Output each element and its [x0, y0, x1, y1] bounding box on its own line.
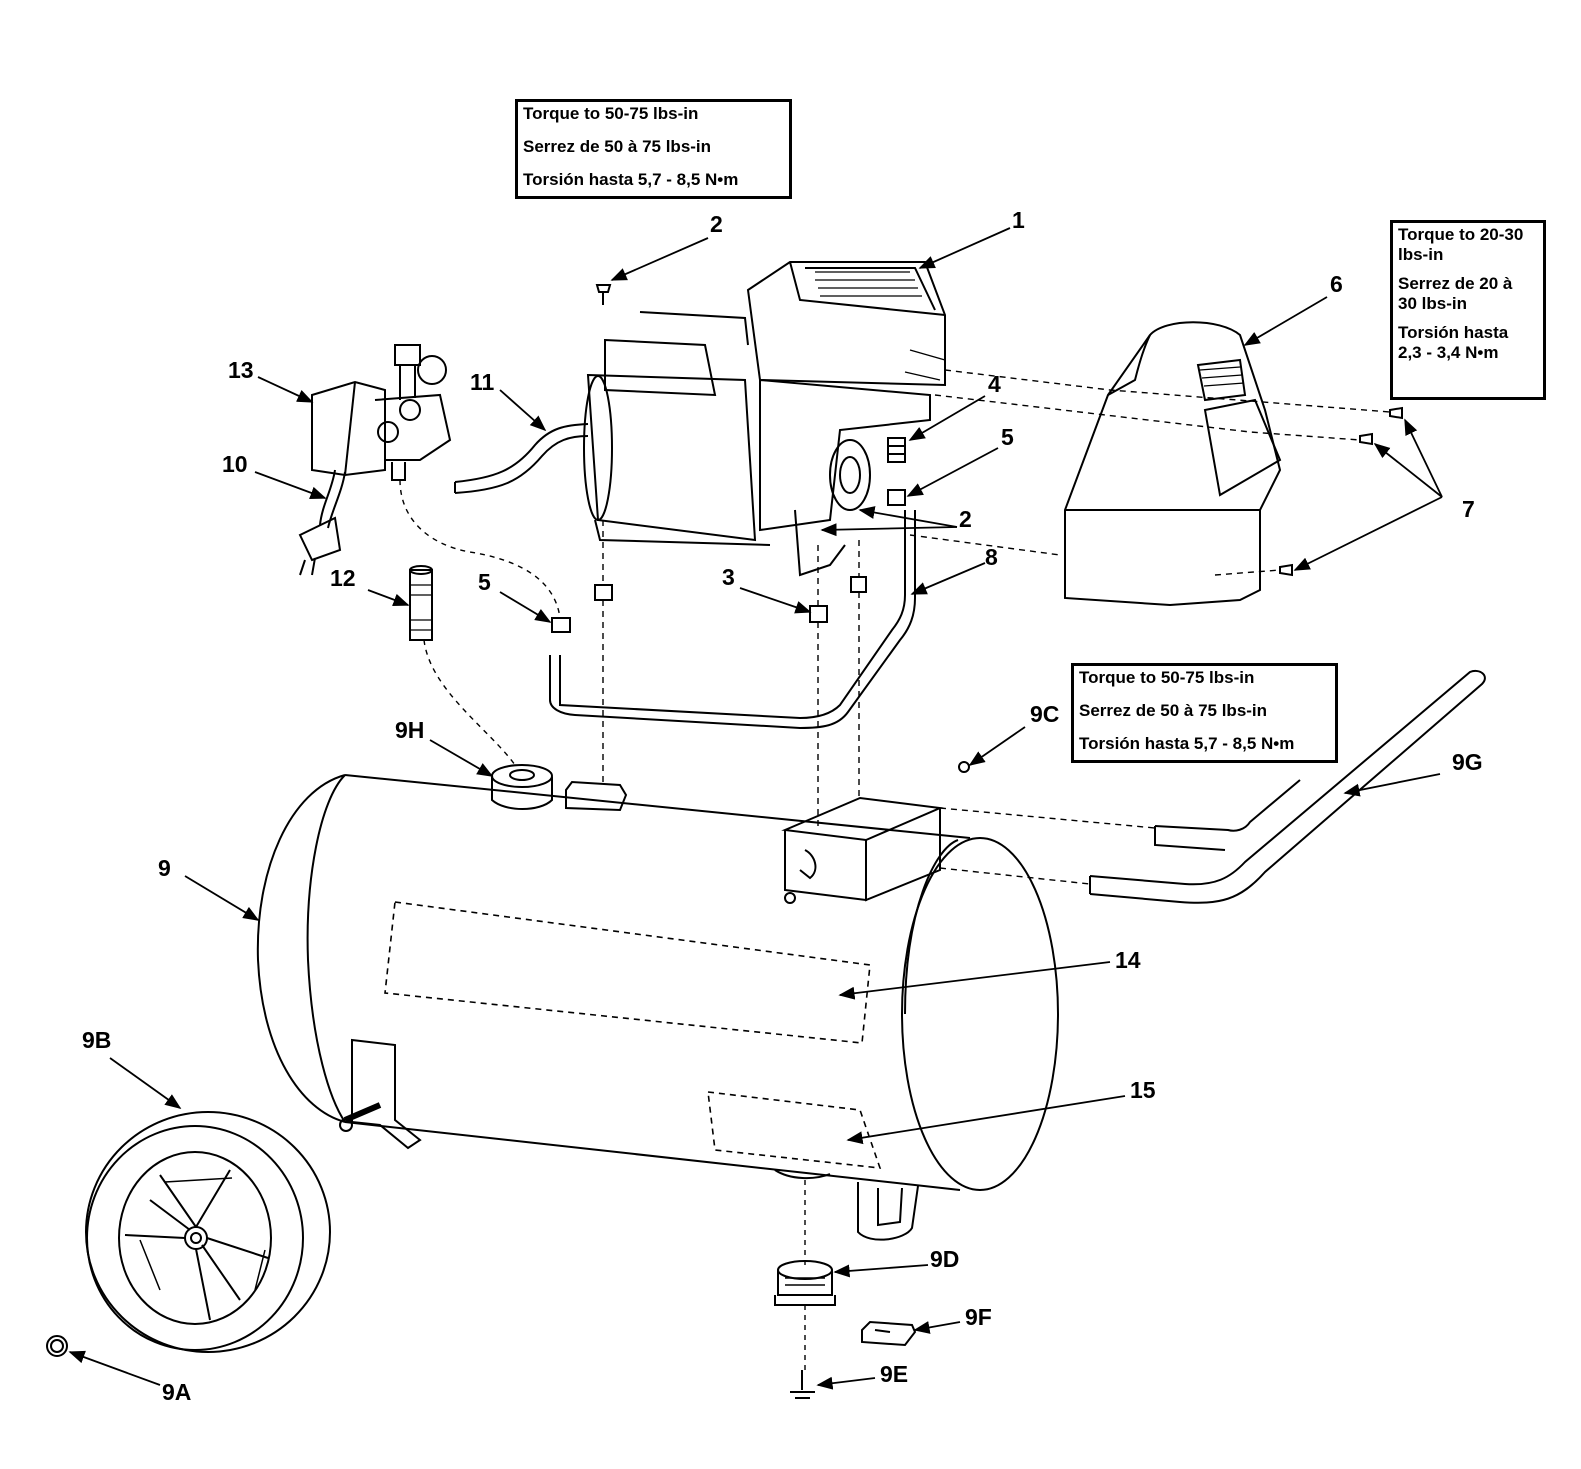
tank-front-bracket	[351, 1038, 422, 1150]
drain-valve-9e	[790, 1370, 815, 1399]
label-area-14	[384, 901, 871, 1044]
screw-7c	[1279, 563, 1293, 577]
torque-note-top-line-2: Serrez de 50 à 75 lbs-in	[523, 137, 712, 156]
part-label-3: 3	[722, 564, 735, 590]
hose-11	[454, 423, 589, 483]
air-tank	[256, 774, 1059, 1191]
drain-nut-9d	[774, 1260, 836, 1306]
part-label-9e: 9E	[880, 1361, 908, 1387]
part-label-9d: 9D	[930, 1246, 959, 1272]
grommet-3a	[594, 584, 613, 601]
torque-note-top-line-1: Torque to 50-75 lbs-in	[523, 104, 699, 123]
screw-7b	[1359, 432, 1373, 446]
pressure-switch-13	[311, 344, 452, 481]
fitting-4	[887, 437, 906, 463]
part-label-15: 15	[1130, 1077, 1156, 1103]
screw-9c	[958, 761, 970, 773]
part-label-9: 9	[158, 855, 171, 881]
part-label-5-right: 5	[1001, 424, 1014, 450]
part-label-10: 10	[222, 451, 248, 477]
torque-note-middle-line-3: Torsión hasta 5,7 - 8,5 N•m	[1079, 734, 1295, 753]
clip-9f	[861, 1320, 917, 1347]
part-label-4: 4	[988, 371, 1001, 397]
motor-mount-bracket	[781, 796, 944, 904]
grommet-3b	[809, 605, 828, 623]
part-label-13: 13	[228, 357, 254, 383]
part-label-9c: 9C	[1030, 701, 1059, 727]
torque-note-middle: Torque to 50-75 lbs-in Serrez de 50 à 75…	[1071, 663, 1338, 763]
part-label-9h: 9H	[395, 717, 424, 743]
part-label-11: 11	[470, 369, 495, 395]
wheel-9b	[85, 1111, 331, 1353]
part-label-6: 6	[1330, 271, 1343, 297]
rear-foot	[857, 1182, 919, 1241]
tank-mount-saddle	[565, 780, 628, 812]
torque-note-middle-line-1: Torque to 50-75 lbs-in	[1079, 668, 1255, 687]
torque-note-top-line-3: Torsión hasta 5,7 - 8,5 N•m	[523, 170, 739, 189]
grommet-3c	[850, 576, 867, 593]
nut-5-left	[551, 617, 571, 633]
handle-9g	[1089, 670, 1486, 904]
torque-note-top: Torque to 50-75 lbs-in Serrez de 50 à 75…	[515, 99, 792, 199]
part-label-7: 7	[1462, 496, 1475, 522]
part-label-5-left: 5	[478, 569, 491, 595]
hubcap-9a	[46, 1335, 68, 1357]
nut-5-right	[887, 489, 906, 506]
motor-pump-assembly	[583, 261, 946, 577]
label-area-15	[707, 1091, 882, 1169]
shroud-6	[1064, 321, 1282, 607]
part-label-2-top: 2	[710, 211, 723, 237]
part-label-9f: 9F	[965, 1304, 992, 1330]
part-label-9b: 9B	[82, 1027, 111, 1053]
part-label-8: 8	[985, 544, 998, 570]
outlet-tube-8	[559, 510, 906, 720]
part-label-2-bottom: 2	[959, 506, 972, 532]
part-label-1: 1	[1012, 207, 1025, 233]
nipple-12	[409, 565, 433, 641]
part-label-9g: 9G	[1452, 749, 1483, 775]
screw-7a	[1389, 406, 1403, 420]
power-cord-10	[319, 469, 346, 529]
part-label-14: 14	[1115, 947, 1141, 973]
tank-port-9h	[491, 764, 553, 810]
part-label-9a: 9A	[162, 1379, 191, 1405]
torque-note-middle-line-2: Serrez de 50 à 75 lbs-in	[1079, 701, 1268, 720]
bolt-2-top	[595, 284, 612, 305]
leader-lines	[68, 227, 1443, 1390]
part-label-12: 12	[330, 565, 356, 591]
